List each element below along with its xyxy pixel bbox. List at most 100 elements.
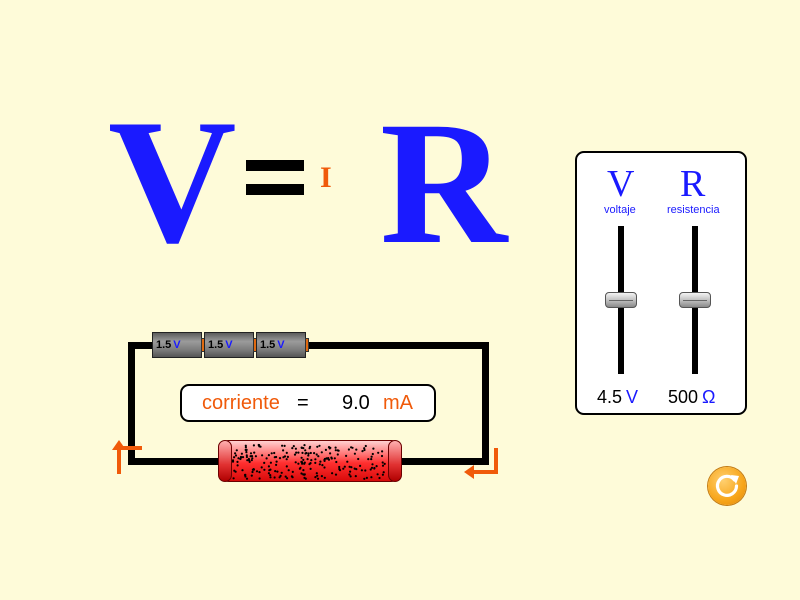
particle <box>303 444 306 447</box>
particle <box>372 447 375 450</box>
particle <box>275 455 278 459</box>
particle <box>381 473 384 476</box>
particle <box>320 475 323 478</box>
particle <box>249 452 253 455</box>
particle <box>383 462 386 465</box>
particle <box>295 451 298 454</box>
battery-terminal <box>305 338 309 352</box>
particle <box>251 470 254 474</box>
particle <box>231 459 235 462</box>
particle <box>252 444 255 447</box>
particle <box>309 467 312 470</box>
particle <box>323 466 326 469</box>
battery-unit: V <box>225 339 233 351</box>
particle <box>303 473 306 476</box>
particle <box>333 457 336 460</box>
arrow-icon <box>464 448 498 479</box>
particle <box>300 460 303 463</box>
particle <box>245 477 249 480</box>
particle <box>267 454 270 457</box>
particle <box>246 459 249 462</box>
particle <box>364 469 367 472</box>
particle <box>346 460 349 463</box>
reset-button[interactable] <box>708 467 746 505</box>
particle <box>265 457 268 460</box>
particle <box>335 460 338 464</box>
particle <box>347 448 350 451</box>
particle <box>309 462 312 465</box>
particle <box>373 467 376 470</box>
particle <box>307 454 310 457</box>
particle <box>269 468 272 471</box>
particle <box>269 461 272 464</box>
particle <box>353 452 356 455</box>
battery-unit: V <box>277 339 285 351</box>
voltage-unit: V <box>626 387 639 407</box>
particle <box>367 458 370 461</box>
particle <box>316 445 319 448</box>
particle <box>334 449 337 452</box>
particle <box>245 454 248 457</box>
particle <box>338 467 341 471</box>
particle <box>245 455 248 459</box>
particle <box>351 446 354 449</box>
current-unit: mA <box>383 392 413 414</box>
particle <box>290 475 293 478</box>
wire-bottom-left <box>128 458 223 465</box>
particle <box>254 455 257 458</box>
particle <box>292 445 295 448</box>
particle <box>241 469 244 472</box>
particle <box>234 452 237 455</box>
particle <box>297 462 300 465</box>
particle <box>314 476 317 479</box>
particle <box>237 457 240 460</box>
particle <box>376 473 379 476</box>
particle <box>364 444 367 448</box>
particle <box>260 466 263 469</box>
particle <box>325 457 328 460</box>
particle <box>302 473 305 476</box>
particle <box>285 465 288 468</box>
particle <box>235 449 238 452</box>
particle <box>283 444 286 447</box>
particle <box>300 456 303 459</box>
particle <box>355 448 358 451</box>
particle <box>342 467 345 470</box>
particle <box>315 472 318 475</box>
resistance-slider-thumb[interactable] <box>679 292 711 308</box>
particle <box>291 470 294 473</box>
particle <box>361 450 364 453</box>
particle <box>270 452 273 455</box>
particle <box>285 458 288 461</box>
particle <box>275 460 278 463</box>
particle <box>293 453 297 456</box>
particle <box>282 449 285 452</box>
resistor <box>220 440 400 482</box>
resistance-unit: Ω <box>702 387 716 407</box>
particle <box>261 454 264 457</box>
voltage-slider-thumb[interactable] <box>605 292 637 308</box>
particle <box>287 469 290 472</box>
particle <box>330 457 333 460</box>
particle <box>304 449 307 452</box>
particle <box>236 460 239 463</box>
particle <box>251 457 254 460</box>
particle <box>345 454 348 457</box>
particle <box>348 465 351 468</box>
particle <box>276 470 279 473</box>
particle <box>278 476 281 479</box>
battery-unit: V <box>173 339 181 351</box>
battery-voltage: 1.5 <box>156 339 172 351</box>
particle <box>281 444 284 447</box>
particle <box>323 459 326 462</box>
particle <box>375 465 378 468</box>
particle <box>267 472 270 475</box>
particle <box>334 446 337 449</box>
particle <box>360 469 363 472</box>
particle <box>315 453 318 456</box>
particle <box>304 477 307 480</box>
particle <box>337 449 340 452</box>
